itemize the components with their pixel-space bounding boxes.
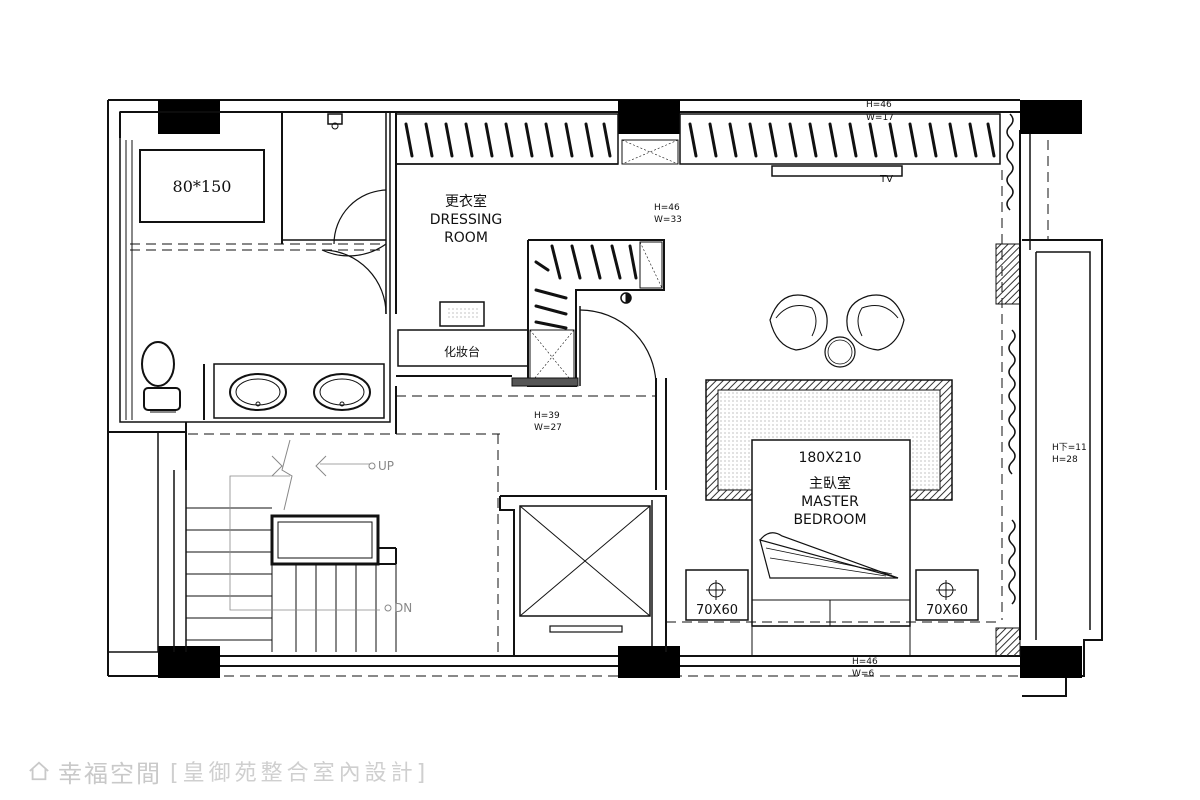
- bottom-height: H=46: [852, 657, 878, 667]
- bathroom: [108, 111, 397, 470]
- dressing-room-cn-label: 更衣室: [445, 193, 487, 210]
- master-bedroom-en-label-1: MASTER: [801, 494, 859, 510]
- top-wardrobe-width: W=17: [866, 113, 894, 123]
- bathtub-dimension: 80*150: [173, 177, 232, 196]
- dressing-room: [395, 113, 1001, 387]
- master-bedroom-cn-label: 主臥室: [809, 475, 851, 492]
- dressing-room-en-label-1: DRESSING: [430, 212, 503, 228]
- stairs-down-label: DN: [394, 601, 412, 615]
- stairs: [107, 386, 656, 653]
- right-height-1: H下=11: [1052, 443, 1087, 453]
- vanity-label: 化妝台: [444, 344, 480, 359]
- watermark-brand: 幸福空間: [58, 759, 162, 788]
- master-bedroom-en-label-2: BEDROOM: [793, 512, 866, 528]
- right-height-2: H=28: [1052, 455, 1078, 465]
- watermark: 幸福空間 [皇御苑整合室內設計]: [28, 756, 430, 788]
- dressing-room-en-label-2: ROOM: [444, 230, 488, 246]
- watermark-designer: [皇御苑整合室內設計]: [170, 761, 430, 786]
- stairs-up-label: UP: [378, 459, 394, 473]
- labels: 80*150 更衣室 DRESSING ROOM 化妝台 H=46 W=17 H…: [173, 100, 1087, 679]
- elevator: [499, 378, 667, 656]
- corridor-width: W=27: [534, 423, 562, 433]
- corridor-height: H=39: [534, 411, 560, 421]
- bed-dimension: 180X210: [798, 450, 861, 466]
- nightstand-right-dimension: 70X60: [926, 603, 968, 618]
- top-wardrobe-height: H=46: [866, 100, 892, 110]
- master-bedroom: [666, 113, 1021, 657]
- tv-label: TV: [879, 174, 893, 185]
- mid-height: H=46: [654, 203, 680, 213]
- house-logo-icon: [29, 761, 49, 781]
- columns: [158, 100, 1082, 678]
- bottom-width: W=6: [852, 669, 874, 679]
- nightstand-left-dimension: 70X60: [696, 603, 738, 618]
- mid-width: W=33: [654, 215, 682, 225]
